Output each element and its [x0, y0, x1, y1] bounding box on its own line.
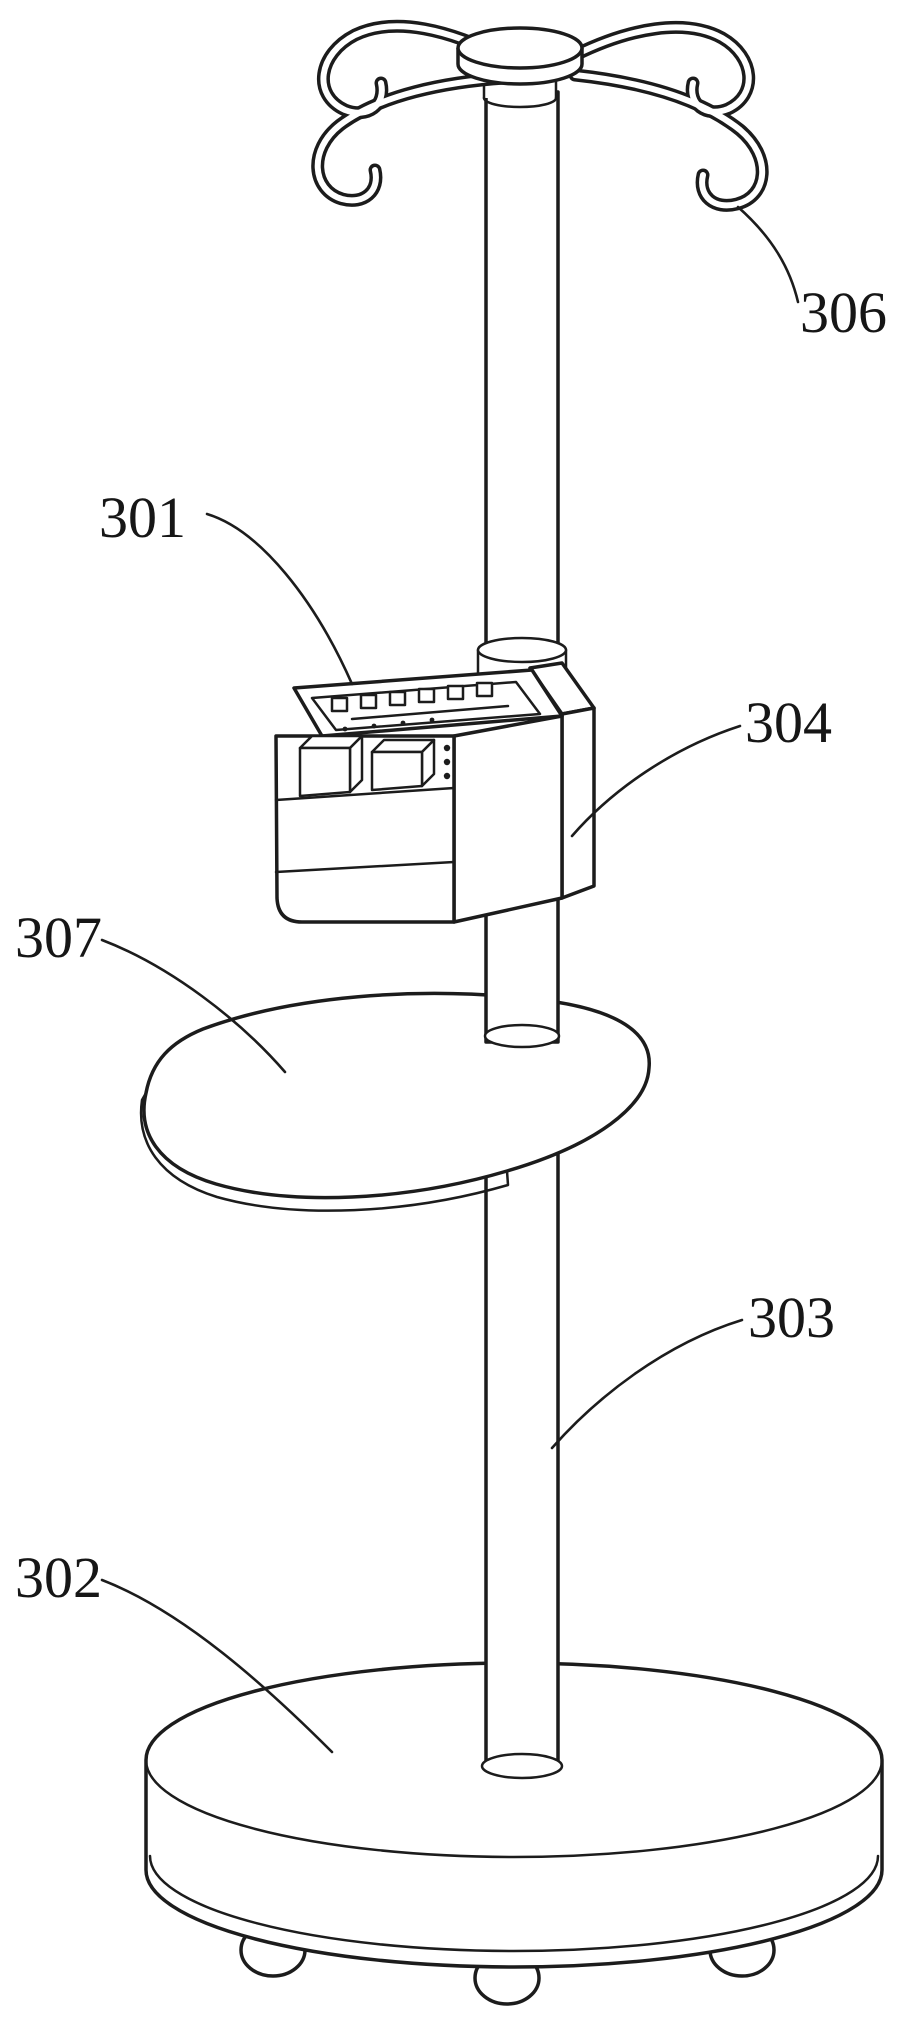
hook-assembly: [311, 19, 769, 212]
device-display-strip: [350, 704, 510, 721]
leader-301: [205, 512, 354, 686]
label-303: 303: [748, 1285, 835, 1350]
cartridge-block-1: [298, 734, 364, 798]
bracket-side-face: [560, 706, 596, 900]
device-lip-edge: [274, 860, 456, 874]
leader-306: [736, 205, 800, 304]
label-306: 306: [800, 280, 887, 345]
tray-plate: [142, 991, 651, 1200]
device-bin-edge: [274, 786, 456, 802]
wheeled-base: [144, 1661, 884, 1969]
upper-pole-tube: [484, 90, 560, 664]
label-304: 304: [745, 690, 832, 755]
base-molding-line: [148, 1854, 880, 1953]
base-top-rim: [144, 1758, 884, 1859]
base-body: [144, 1661, 884, 1969]
iv-hooks: [311, 19, 769, 212]
leader-lines: [100, 205, 800, 1754]
cartridge-block-2: [370, 738, 436, 792]
device-indicator-dots: [342, 717, 451, 780]
tray-thickness-edge: [139, 1091, 510, 1212]
hook-lower-left: [311, 71, 512, 207]
leader-307: [100, 938, 287, 1074]
device-indicator-squares: [330, 681, 494, 713]
base-pole-collar: [480, 1752, 564, 1780]
reference-labels: 301 302 303 304 306 307: [15, 280, 887, 1610]
upper-pole: [476, 90, 568, 710]
label-302: 302: [15, 1545, 102, 1610]
leader-302: [100, 1578, 334, 1754]
device-side-face: [452, 714, 564, 924]
hub-disc: [456, 26, 584, 86]
leader-303: [550, 1318, 744, 1450]
label-307: 307: [15, 905, 102, 970]
control-device: [274, 668, 564, 924]
leader-304: [570, 724, 742, 838]
label-301: 301: [99, 485, 186, 550]
bottle-tray: [139, 991, 651, 1212]
tray-pole-collar: [483, 1023, 561, 1049]
